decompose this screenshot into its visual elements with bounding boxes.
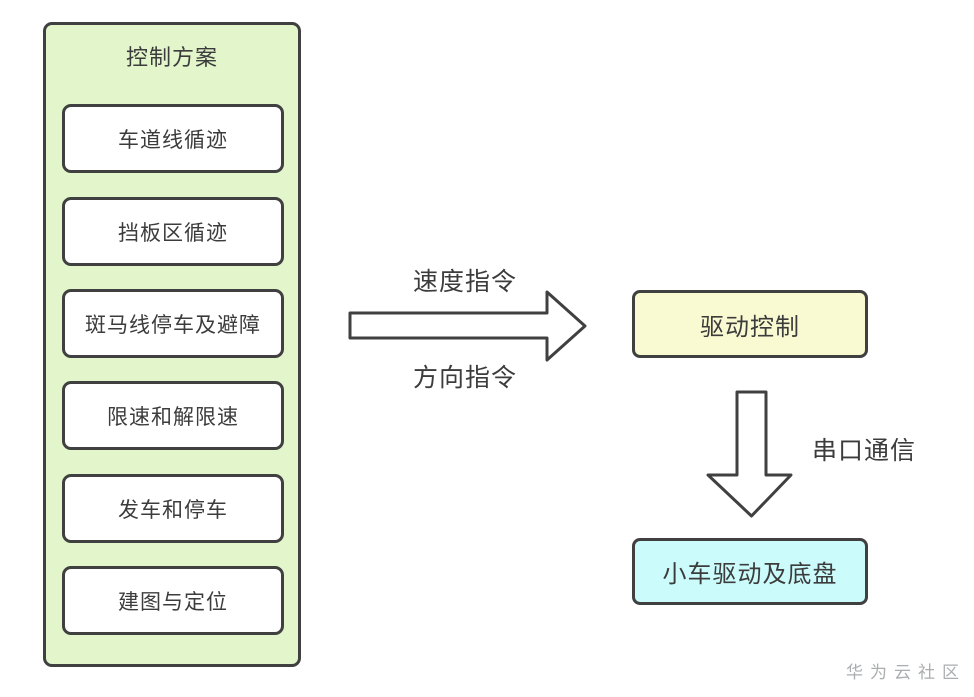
drive-control-label: 驱动控制	[700, 313, 800, 341]
panel-item-lane-line-tracking: 车道线循迹	[62, 104, 284, 173]
car-chassis-label: 小车驱动及底盘	[662, 561, 838, 588]
panel-item-speed-limit: 限速和解限速	[62, 381, 284, 450]
panel-item-label: 建图与定位	[118, 590, 228, 614]
huawei-cloud-watermark: 华为云社区	[846, 663, 966, 682]
car-chassis-node: 小车驱动及底盘	[632, 538, 868, 605]
down-block-arrow-icon	[706, 390, 793, 518]
panel-item-label: 限速和解限速	[107, 405, 239, 429]
panel-item-start-stop: 发车和停车	[62, 474, 284, 543]
panel-item-label: 车道线循迹	[118, 128, 228, 152]
direction-command-label: 方向指令	[412, 364, 517, 392]
panel-item-label: 挡板区循迹	[118, 221, 228, 245]
panel-item-zebra-stop-avoidance: 斑马线停车及避障	[62, 289, 284, 358]
panel-item-baffle-zone-tracking: 挡板区循迹	[62, 197, 284, 266]
speed-command-label: 速度指令	[412, 268, 517, 296]
panel-item-label: 发车和停车	[118, 498, 228, 522]
drive-control-node: 驱动控制	[632, 290, 868, 358]
panel-item-label: 斑马线停车及避障	[85, 313, 261, 337]
right-block-arrow-icon	[348, 290, 587, 362]
panel-item-mapping-localization: 建图与定位	[62, 566, 284, 635]
control-scheme-title: 控制方案	[125, 45, 218, 70]
serial-communication-label: 串口通信	[812, 437, 917, 465]
